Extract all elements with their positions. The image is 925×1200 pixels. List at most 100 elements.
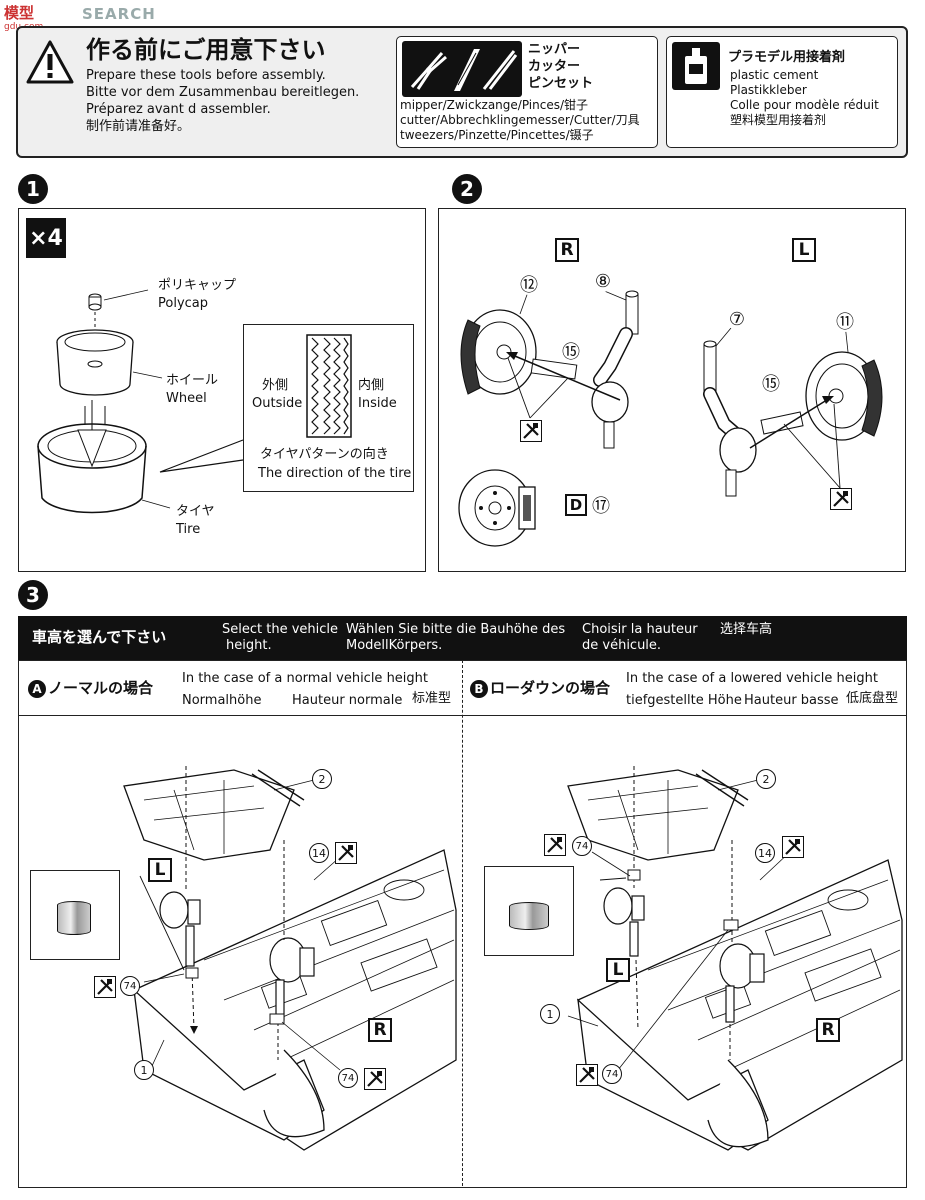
cement-mark-icon — [782, 836, 804, 858]
option-a-left-badge: L — [148, 858, 172, 882]
wheel-assembly-drawing — [37, 289, 171, 514]
tire-label-jp: タイヤ — [176, 504, 215, 519]
tool-line-nipper: mipper/Zwickzange/Pinces/钳子 — [400, 98, 589, 112]
brake-disc-decal-drawing — [458, 469, 536, 547]
outside-label-jp: 外側 — [262, 378, 289, 393]
warning-icon — [26, 40, 74, 84]
tool-line-tweezers: tweezers/Pinzette/Pincettes/镊子 — [400, 128, 594, 142]
part-12-callout: ⑫ — [518, 273, 540, 296]
tweezers-icon — [482, 50, 518, 90]
option-b-right-badge: R — [816, 1018, 840, 1042]
select-height-cn: 选择车高 — [720, 622, 773, 637]
cutter-icon — [454, 49, 480, 91]
step-2-number: 2 — [452, 174, 482, 204]
inside-label: Inside — [358, 396, 397, 411]
option-a-en: In the case of a normal vehicle height — [182, 671, 429, 686]
select-height-de-2: ModellKörpers. — [346, 638, 443, 653]
select-height-de-1: Wählen Sie bitte die Bauhöhe des — [346, 622, 566, 637]
watermark-search: SEARCH — [82, 5, 156, 23]
option-a-title-jp: ノーマルの場合 — [48, 679, 154, 697]
cement-mark-icon — [544, 834, 566, 856]
decal-part-17-callout: ⑰ — [590, 494, 612, 517]
cement-mark-icon — [94, 976, 116, 998]
option-b-badge: B — [470, 680, 488, 698]
option-a-cn: 标准型 — [412, 691, 452, 706]
option-a-spacer-detail — [57, 901, 91, 935]
tire-label: Tire — [176, 522, 201, 537]
cement-line-en: plastic cement — [730, 68, 819, 82]
select-height-en-2: height. — [226, 638, 272, 653]
option-a-part-2-callout: 2 — [312, 769, 332, 789]
prepare-line-en: Prepare these tools before assembly. — [86, 68, 326, 83]
tool-nipper-jp: ニッパー — [528, 42, 581, 57]
cement-bottle-icon — [672, 42, 720, 90]
outside-label: Outside — [252, 396, 303, 411]
tire-tread-pattern — [306, 334, 352, 438]
option-a-zoom-box — [30, 870, 120, 960]
option-a-part-74-callout-left: 74 — [120, 976, 140, 996]
wheel-label-jp: ホイール — [166, 373, 219, 388]
select-height-en-1: Select the vehicle — [222, 622, 339, 637]
option-b-part-74-callout-bottom: 74 — [602, 1064, 622, 1084]
option-a-part-1-callout: 1 — [134, 1060, 154, 1080]
select-height-fr-1: Choisir la hauteur — [582, 622, 698, 637]
nipper-icon — [410, 52, 447, 90]
option-b-fr: Hauteur basse — [744, 693, 839, 708]
option-b-left-badge: L — [606, 958, 630, 982]
left-suspension-drawing — [703, 321, 883, 497]
callout-pointer — [159, 439, 244, 473]
option-b-part-2-callout: 2 — [756, 769, 776, 789]
option-a-badge: A — [28, 680, 46, 698]
option-a-part-74-callout-right: 74 — [338, 1068, 358, 1088]
decal-letter-badge: D — [565, 494, 587, 516]
polycap-label: Polycap — [158, 296, 209, 311]
part-15-callout-right: ⑮ — [560, 340, 582, 363]
option-b-spacer-detail — [509, 902, 549, 930]
part-7-callout: ⑦ — [726, 308, 748, 330]
part-8-callout: ⑧ — [592, 270, 614, 292]
prepare-title-jp: 作る前にご用意下さい — [86, 36, 326, 64]
prepare-line-fr: Préparez avant d assembler. — [86, 102, 271, 117]
option-b-de: tiefgestellte Höhe — [626, 693, 742, 708]
option-a-right-badge: R — [368, 1018, 392, 1042]
wheel-label: Wheel — [166, 391, 207, 406]
option-b-cn: 低底盘型 — [846, 691, 899, 706]
left-side-badge: L — [792, 238, 816, 262]
step-1-multiplier: ×4 — [26, 218, 66, 258]
prepare-line-cn: 制作前请准备好。 — [86, 119, 191, 134]
option-a-part-14-callout: 14 — [309, 843, 329, 863]
prepare-line-de: Bitte vor dem Zusammenbau bereitlegen. — [86, 85, 360, 100]
part-15-callout-left: ⑮ — [760, 372, 782, 395]
cement-mark-icon — [520, 420, 542, 442]
cement-mark-icon — [576, 1064, 598, 1086]
option-b-part-14-callout: 14 — [755, 843, 775, 863]
part-11-callout: ⑪ — [834, 310, 856, 333]
tool-tweezers-jp: ピンセット — [528, 76, 594, 91]
cement-title-jp: プラモデル用接着剤 — [728, 50, 846, 65]
option-b-part-1-callout: 1 — [540, 1004, 560, 1024]
cement-line-de: Plastikkleber — [730, 83, 807, 97]
tools-icon — [402, 41, 522, 97]
option-b-title-jp: ローダウンの場合 — [490, 679, 611, 697]
watermark-brand: 模型 — [4, 4, 35, 22]
cement-mark-icon — [830, 488, 852, 510]
option-b-chassis-drawing — [567, 766, 903, 1151]
cement-mark-icon — [335, 842, 357, 864]
cement-line-fr: Colle pour modèle réduit — [730, 98, 879, 112]
tire-direction-label: The direction of the tire — [258, 466, 412, 481]
option-b-en: In the case of a lowered vehicle height — [626, 671, 878, 686]
options-separator — [462, 660, 463, 1186]
step-3-number: 3 — [18, 580, 48, 610]
select-height-jp: 車高を選んで下さい — [32, 628, 167, 646]
cement-line-cn: 塑料模型用接着剂 — [730, 113, 827, 127]
select-height-fr-2: de véhicule. — [582, 638, 662, 653]
inside-label-jp: 内側 — [358, 378, 385, 393]
option-a-fr: Hauteur normale — [292, 693, 403, 708]
step-1-number: 1 — [18, 174, 48, 204]
tire-direction-label-jp: タイヤパターンの向き — [260, 447, 389, 462]
tool-line-cutter: cutter/Abbrechklingemesser/Cutter/刀具 — [400, 113, 640, 127]
right-side-badge: R — [555, 238, 579, 262]
tool-cutter-jp: カッター — [528, 59, 581, 74]
right-suspension-drawing — [460, 289, 639, 449]
cement-mark-icon — [364, 1068, 386, 1090]
